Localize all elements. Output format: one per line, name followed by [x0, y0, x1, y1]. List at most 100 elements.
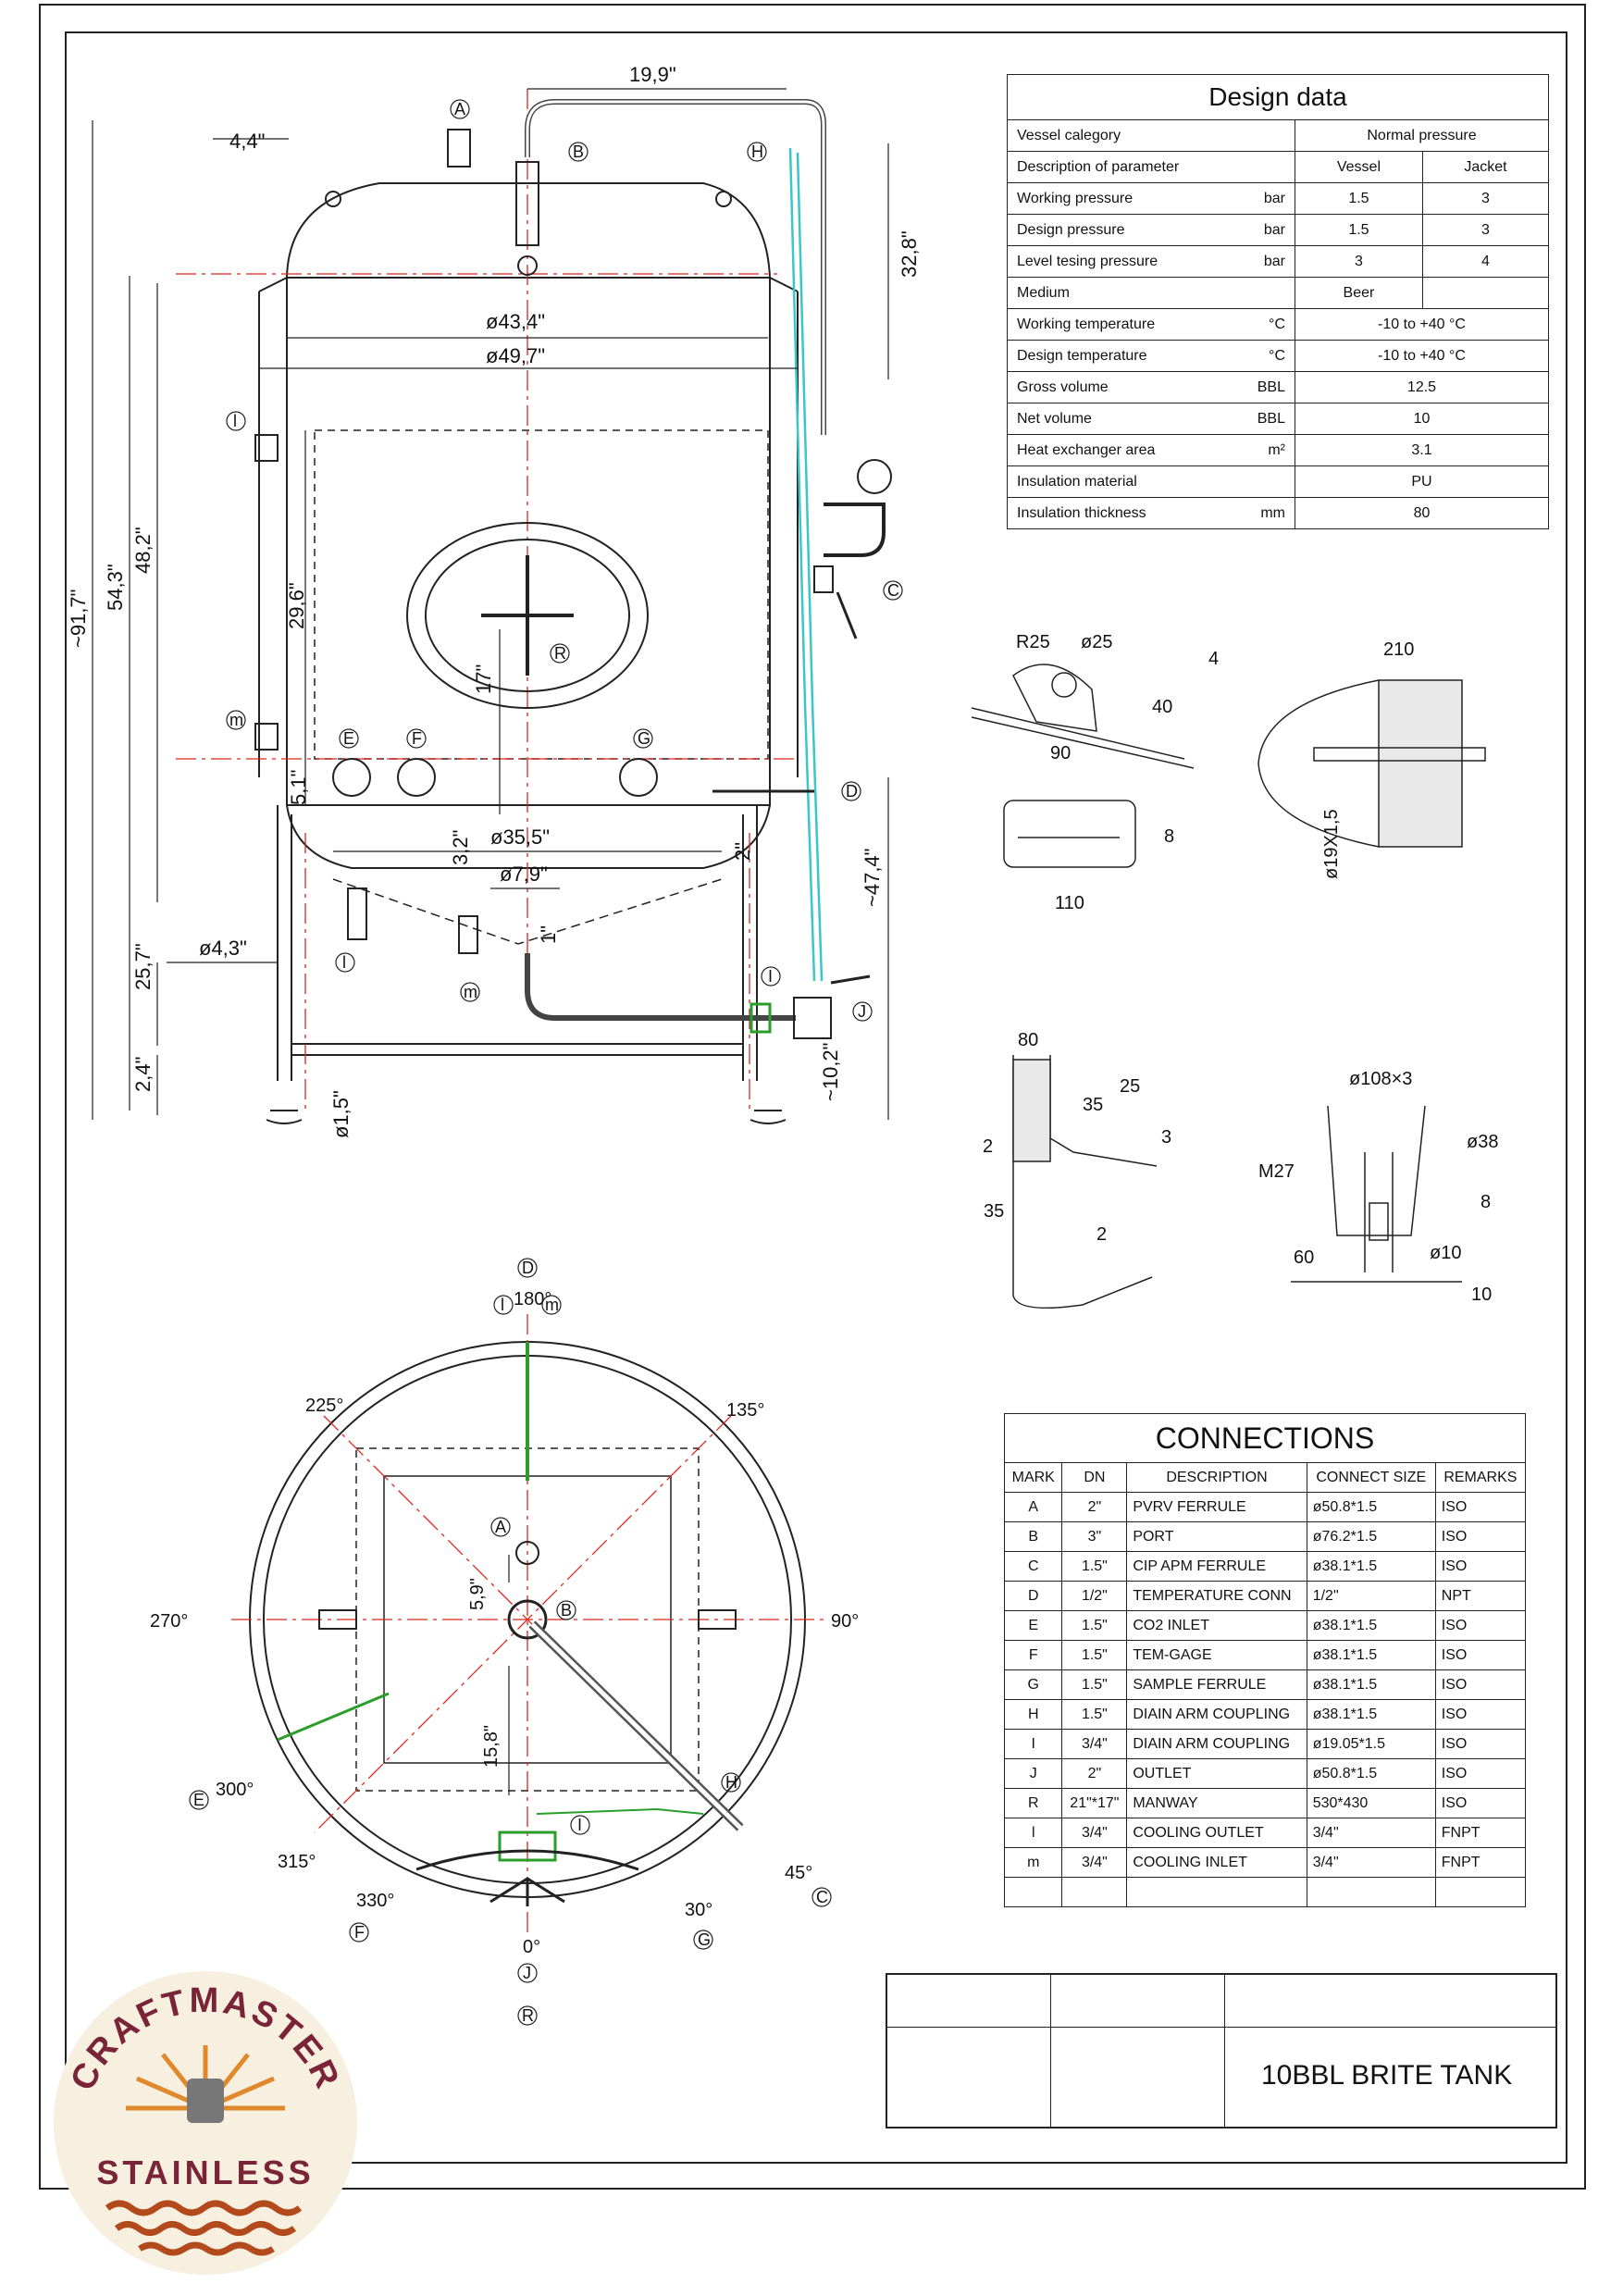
dim-110: 110 [1055, 893, 1084, 913]
design-value-vessel: 3 [1295, 245, 1423, 278]
design-data-row: Design temperature°C-10 to +40 °C [1007, 340, 1549, 372]
dim-8b: 8 [1481, 1192, 1491, 1212]
mark-c: C [887, 581, 899, 600]
dim-80: 80 [1018, 1030, 1038, 1050]
plan-mark-a: A [495, 1518, 506, 1536]
connection-cell: H [1003, 1699, 1063, 1730]
connection-cell: B [1003, 1521, 1063, 1552]
connection-cell [1126, 1877, 1307, 1907]
connection-cell: OUTLET [1126, 1758, 1307, 1789]
plan-mark-d: D [522, 1259, 534, 1277]
front-dimensions [92, 88, 889, 1120]
plan-leg-pad-left [318, 1609, 357, 1630]
design-value: Normal pressure [1295, 119, 1549, 152]
design-param-label: Heat exchanger area [1017, 441, 1156, 458]
connection-cell: 3/4" [1061, 1818, 1128, 1848]
design-param-unit: bar [1263, 190, 1285, 206]
connection-cell: COOLING INLET [1126, 1847, 1307, 1878]
connection-cell: PORT [1126, 1521, 1307, 1552]
detail-dims: R25 ø25 4 40 90 110 8 210 ø19X1,5 80 35 … [983, 632, 1498, 1305]
connection-cell: 1.5" [1061, 1551, 1128, 1582]
outlet-pipe [525, 953, 796, 1021]
design-value-vessel: Beer [1295, 277, 1423, 309]
dim-40: 40 [1152, 697, 1172, 717]
dim-15-8: 15,8" [481, 1725, 502, 1768]
plan-angles: 180° 135° 225° 270° 90° 300° 315° 330° 3… [150, 1289, 859, 1957]
dim-10: 10 [1471, 1285, 1492, 1305]
lifting-lug-left [325, 191, 341, 207]
angle-30: 30° [685, 1900, 712, 1920]
lug-hole [1051, 672, 1077, 698]
angle-270: 270° [150, 1611, 188, 1632]
connection-cell: ISO [1434, 1699, 1527, 1730]
plan-view [231, 1314, 824, 1934]
plan-mark-r: R [522, 2006, 534, 2025]
logo-waves [105, 2200, 303, 2256]
mark-h: H [751, 143, 763, 161]
plan-mark-c: C [816, 1888, 828, 1906]
connection-cell: 3/4" [1061, 1729, 1128, 1759]
design-param-cell: Vessel calegory [1007, 119, 1295, 152]
plan-pvrv-a [515, 1541, 539, 1565]
design-value-jacket: 4 [1421, 245, 1550, 278]
dim-29-6: 29,6" [285, 582, 308, 629]
design-param-unit: bar [1263, 221, 1285, 238]
connection-cell: FNPT [1434, 1847, 1527, 1878]
connection-cell: NPT [1434, 1581, 1527, 1611]
design-data-row: Working temperature°C-10 to +40 °C [1007, 308, 1549, 341]
plan-mark-b: B [561, 1601, 572, 1620]
dim-8: 8 [1164, 826, 1174, 847]
connection-cell [1061, 1877, 1128, 1907]
angle-225: 225° [305, 1396, 343, 1416]
plan-outlet-pipe [415, 1849, 639, 1871]
co2-inlet-port [332, 758, 371, 797]
connection-cell: C [1003, 1551, 1063, 1582]
design-param-unit: °C [1269, 347, 1285, 364]
dim-35a: 35 [1083, 1095, 1103, 1115]
connection-cell: COOLING OUTLET [1126, 1818, 1307, 1848]
design-value: PU [1295, 465, 1549, 498]
dim-2a: 2 [983, 1136, 993, 1157]
mark-m-bottom: m [464, 983, 477, 1001]
front-marks: A B H C D E F G R l m l m I J [226, 99, 903, 1022]
mark-d: D [846, 782, 858, 800]
connection-cell [1306, 1877, 1436, 1907]
design-value-jacket: 3 [1421, 182, 1550, 215]
connection-cell: 1.5" [1061, 1610, 1128, 1641]
connection-cell: ø38.1*1.5 [1306, 1640, 1436, 1670]
connection-cell: R [1003, 1788, 1063, 1818]
connection-cell: 3" [1061, 1521, 1128, 1552]
connection-cell: PVRV FERRULE [1126, 1492, 1307, 1522]
connection-cell: ISO [1434, 1610, 1527, 1641]
design-param-label: Working temperature [1017, 316, 1156, 332]
design-data-title: Design data [1007, 74, 1549, 120]
design-param-cell: Description of parameter [1007, 151, 1295, 183]
design-value-vessel: 1.5 [1295, 182, 1423, 215]
angle-135: 135° [726, 1400, 764, 1421]
design-value-jacket [1421, 277, 1550, 309]
dim-o38: ø38 [1467, 1132, 1498, 1152]
connection-cell: ø38.1*1.5 [1306, 1669, 1436, 1700]
plan-co2-inlet [277, 1692, 390, 1742]
dim-4-small: 4 [1208, 649, 1219, 669]
design-value-vessel: Vessel [1295, 151, 1423, 183]
connection-cell: ø76.2*1.5 [1306, 1521, 1436, 1552]
plan-mark-e: E [193, 1791, 204, 1809]
insulation-section-fill [1012, 1059, 1051, 1162]
connection-cell: 2" [1061, 1758, 1128, 1789]
connection-cell: DIAIN ARM COUPLING [1126, 1729, 1307, 1759]
dim-1-5: ø1,5" [329, 1090, 353, 1138]
